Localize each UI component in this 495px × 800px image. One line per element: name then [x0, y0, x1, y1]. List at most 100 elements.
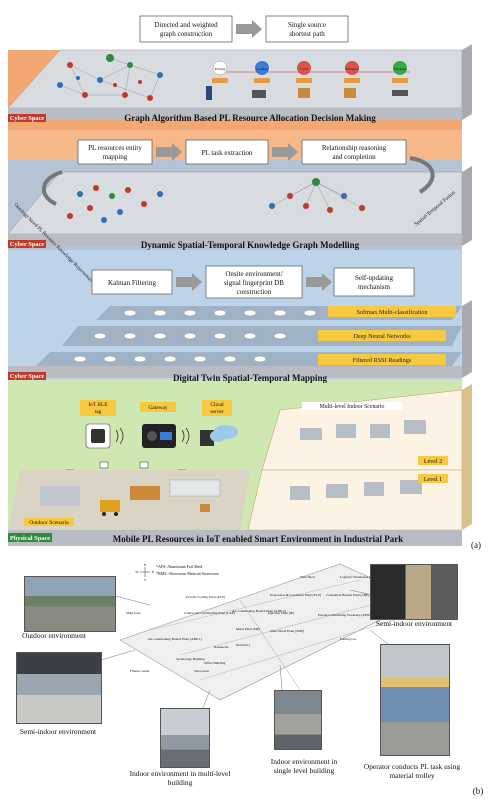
layer3-node-rows — [73, 309, 317, 363]
level1-label-bg — [418, 474, 448, 483]
device-ble-label — [80, 400, 116, 416]
caption-single-level-l2: single level building — [274, 766, 335, 775]
compass-w: W — [135, 570, 139, 574]
indoor-machines — [290, 420, 426, 500]
device-cloud-l2: server — [210, 409, 223, 415]
level2-label-bg — [418, 456, 448, 465]
caption-multilevel-l2: building — [168, 778, 193, 787]
pipe-label: Loading — [256, 67, 268, 71]
layer3-tag — [8, 372, 46, 380]
layer2-kg-left — [67, 185, 163, 223]
bld: Air-conditioning Branch Plant (ABP-2) — [232, 609, 286, 613]
bld: Sheet Metal Plant (SMP) — [270, 629, 304, 633]
compass-s: S — [144, 578, 146, 582]
layer3-tag-text: Cyber Space — [10, 373, 45, 380]
indoor-label: Multi-level Indoor Scenario — [320, 404, 385, 410]
bld: Office Building — [204, 661, 226, 665]
caption-multilevel-l1: Indoor environment in multi-level — [130, 769, 231, 778]
device-ble-l1: IoT BLE — [88, 402, 108, 408]
photo-semi-indoor-right — [370, 564, 458, 620]
layer2-tag-text: Cyber Space — [10, 241, 45, 248]
caption-operator-l2: material trolley — [389, 771, 435, 780]
layer1-side — [462, 44, 472, 120]
building-labels: Steel Shed Logistics Warehouse (LW) Evap… — [126, 575, 376, 673]
layer1-graph — [59, 57, 161, 99]
box-relationship-l1: Relationship reasoning — [322, 144, 387, 152]
layer2-front — [8, 234, 462, 246]
bld: Metal Plant (MP) — [236, 627, 260, 631]
outdoor-objects — [40, 479, 221, 516]
box-shortest-path-l1: Single source — [288, 21, 326, 29]
box-fingerprint-l3: construction — [237, 288, 272, 296]
box-shortest-path — [265, 15, 349, 43]
bld: Steel Shed — [300, 575, 315, 579]
layer1-title: Graph Algorithm Based PL Resource Alloca… — [124, 113, 376, 123]
box-task-extraction — [185, 139, 269, 165]
caption-outdoor: Outdoor environment — [22, 631, 87, 640]
bld: Evaporator & Condenser Plant (ECP) — [270, 593, 321, 597]
bld: Technology Building — [176, 657, 205, 661]
photo-outdoor — [24, 576, 116, 632]
layer1-tag-text: Cyber Space — [10, 115, 45, 122]
physical-tag-text: Physical Space — [10, 535, 50, 542]
layer2-tag — [8, 240, 46, 248]
fusion-arrow — [409, 156, 435, 194]
box-self-updating-l1: Self-updating — [355, 274, 394, 282]
physical-title: Mobile PL Resources in IoT enabled Smart… — [113, 534, 404, 544]
legend-afs: *AFS: Aluminium Foil Shed — [156, 564, 202, 569]
campus-roads — [149, 579, 411, 691]
box-fingerprint-db — [205, 265, 303, 299]
arrow-icon — [176, 273, 202, 291]
caption-semi-indoor-left: Semi-indoor environment — [20, 727, 97, 736]
box-self-updating — [333, 267, 415, 297]
layer2-side — [462, 166, 472, 246]
arrow-icon — [236, 20, 262, 38]
bld: Parking lots — [340, 637, 357, 641]
layer1-pipeline — [206, 60, 410, 100]
caption-single-level-l1: Indoor environment in — [271, 757, 338, 766]
layer2-kg-right — [268, 177, 366, 214]
panel-label-a: (a) — [471, 540, 481, 550]
photo-semi-indoor-left — [16, 652, 102, 724]
pipe-label: Load — [300, 67, 307, 71]
level1-label: Level 1 — [424, 477, 442, 483]
bld: Controllers Branch Plant (CBP) — [326, 593, 369, 597]
bld: Central Air-conditioning Plant (CAP) — [184, 611, 235, 615]
device-cloud-label — [202, 400, 232, 416]
box-shortest-path-l2: shortest path — [289, 30, 325, 38]
layer1-front — [8, 108, 462, 120]
pipe-label: Transport — [345, 67, 359, 71]
strip-dnn — [318, 330, 446, 341]
bld: Injection Plant (IP) — [268, 611, 294, 615]
box-directed-graph-l1: Directed and weighted — [154, 21, 218, 29]
layer1-pipeline-labels: Picking Loading Load Transport Stacking — [215, 67, 407, 71]
box-entity-mapping — [77, 139, 153, 165]
box-directed-graph-l2: graph construction — [160, 30, 213, 38]
box-directed-graph — [139, 15, 233, 43]
layer3-title: Digital Twin Spatial-Temporal Mapping — [173, 373, 328, 383]
box-task-extraction-text: PL task extraction — [202, 149, 253, 157]
arrow-icon — [156, 143, 182, 161]
bld: Dormitory — [236, 643, 251, 647]
layer1-graph-nodes — [57, 54, 163, 101]
bld: Main Gate — [126, 611, 141, 615]
bld: Showroom — [194, 669, 209, 673]
bld: Logistics Warehouse (LW) — [340, 575, 376, 579]
device-ble-l2: tag — [95, 409, 102, 415]
pipe-label: Stacking — [394, 67, 406, 71]
photo-single-level — [274, 690, 322, 750]
device-gateway-label — [140, 402, 176, 412]
bld: Fitness Center — [130, 669, 150, 673]
layer1-tag — [8, 114, 46, 122]
box-entity-mapping-l2: mapping — [103, 153, 128, 161]
bld: Powder Coating Plant (PCP) — [186, 595, 225, 599]
compass-n: N — [144, 563, 147, 567]
strip-softmax-text: Softmax Multi-classification — [357, 309, 428, 316]
layer2-title: Dynamic Spatial-Temporal Knowledge Graph… — [141, 240, 360, 250]
device-gateway-text: Gateway — [148, 405, 167, 411]
physical-tag — [8, 533, 52, 542]
compass: N S W E — [135, 563, 154, 582]
outdoor-label-bg — [24, 518, 74, 526]
